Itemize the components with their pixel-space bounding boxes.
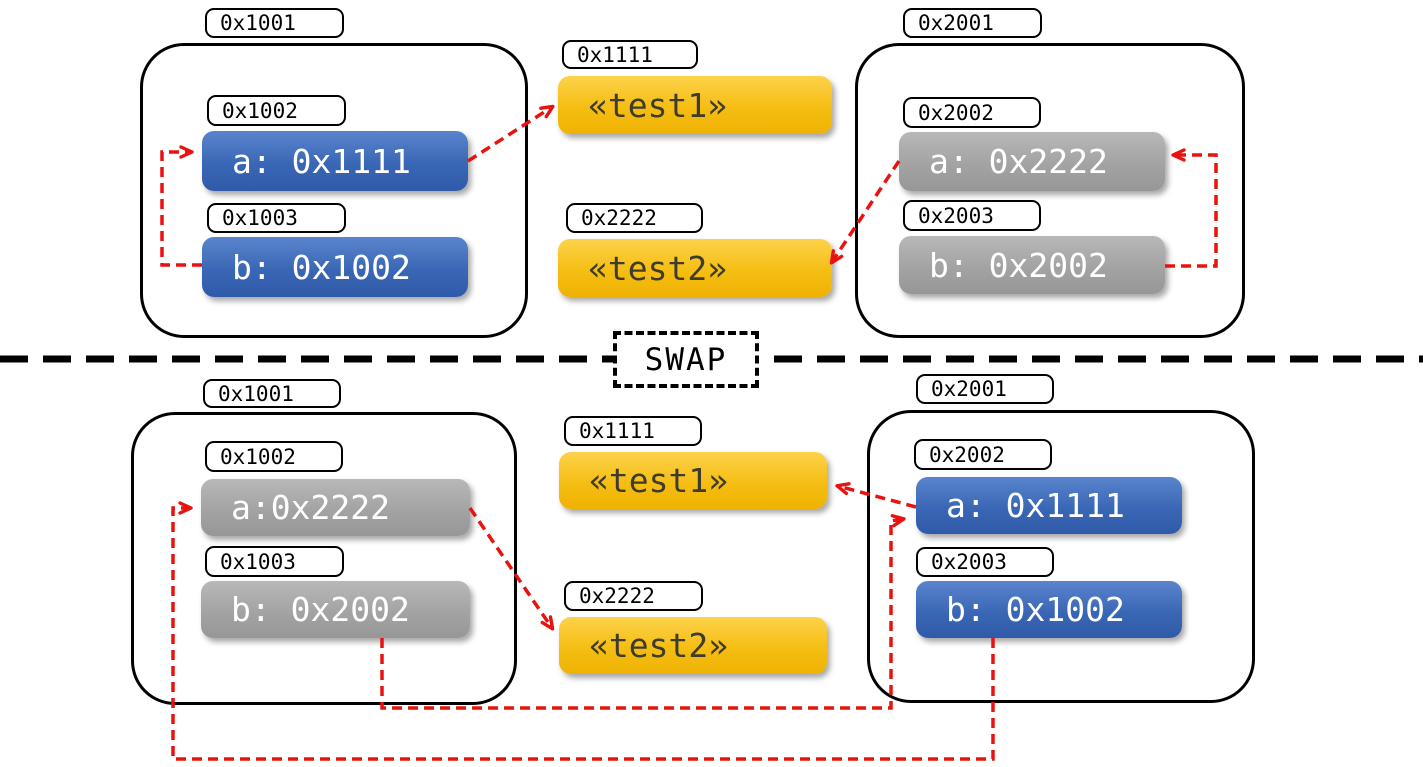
top-left-stack-frame bbox=[140, 43, 528, 338]
address-label: 0x2222 bbox=[564, 581, 703, 611]
address-label: 0x1111 bbox=[562, 40, 698, 69]
memory-cell: a: 0x1111 bbox=[916, 477, 1182, 534]
address-label: 0x2003 bbox=[916, 547, 1054, 577]
address-label: 0x1003 bbox=[205, 546, 344, 577]
address-label: 0x2002 bbox=[914, 439, 1052, 470]
heap-cell: «test2» bbox=[559, 617, 827, 674]
address-label: 0x2222 bbox=[566, 203, 703, 233]
address-label: 0x1111 bbox=[564, 416, 702, 446]
memory-cell: b: 0x1002 bbox=[916, 581, 1182, 638]
memory-cell: b: 0x1002 bbox=[202, 237, 468, 297]
swap-divider-label: SWAP bbox=[613, 331, 759, 388]
heap-cell: «test1» bbox=[558, 76, 832, 134]
memory-cell: a: 0x2222 bbox=[899, 132, 1165, 191]
memory-cell: a: 0x1111 bbox=[202, 131, 468, 191]
memory-cell: a:0x2222 bbox=[201, 479, 470, 536]
address-label: 0x2001 bbox=[903, 8, 1042, 38]
address-label: 0x2002 bbox=[903, 97, 1041, 128]
address-label: 0x1001 bbox=[205, 8, 344, 38]
heap-cell: «test2» bbox=[558, 239, 832, 297]
address-label: 0x1001 bbox=[203, 379, 341, 408]
address-label: 0x1003 bbox=[207, 203, 346, 233]
memory-cell: b: 0x2002 bbox=[201, 581, 470, 638]
heap-cell: «test1» bbox=[559, 452, 827, 509]
address-label: 0x2001 bbox=[916, 374, 1054, 404]
memory-cell: b: 0x2002 bbox=[899, 236, 1165, 294]
address-label: 0x1002 bbox=[205, 441, 343, 472]
address-label: 0x2003 bbox=[903, 200, 1041, 231]
address-label: 0x1002 bbox=[207, 95, 346, 126]
